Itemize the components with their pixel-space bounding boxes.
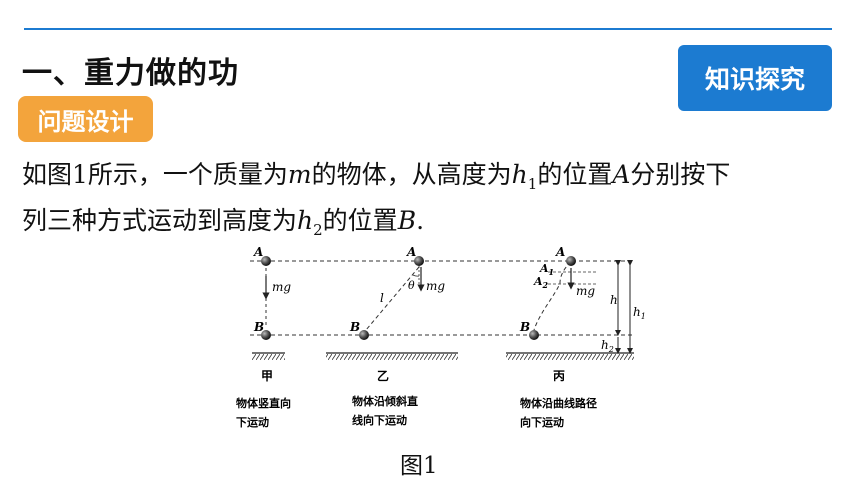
ground-hatch	[326, 354, 458, 360]
label-a: A	[406, 245, 416, 259]
paragraph-line-2: 列三种方式运动到高度为h2的位置B.	[22, 206, 425, 239]
label-l: l	[380, 291, 384, 305]
angle-arc	[412, 274, 420, 277]
ball-at-a	[566, 256, 576, 266]
label-a1: A1	[539, 262, 554, 277]
panel-jia: A B mg 甲 物体竖直向 下运动	[236, 245, 291, 429]
ball-at-b	[261, 330, 271, 340]
desc-line-1: 物体沿曲线路径	[520, 396, 597, 410]
section-title: 一、重力做的功	[22, 56, 239, 91]
desc-line-2: 向下运动	[520, 415, 564, 429]
label-mg: mg	[576, 284, 595, 298]
paragraph-line-1: 如图1所示，一个质量为m的物体，从高度为h1的位置A分别按下	[22, 160, 731, 193]
problem-paragraph: 如图1所示，一个质量为m的物体，从高度为h1的位置A分别按下 列三种方式运动到高…	[22, 152, 842, 244]
curve-path	[533, 261, 572, 331]
ball-at-b	[359, 330, 369, 340]
desc-line-2: 下运动	[236, 415, 269, 429]
desc-line-1: 物体沿倾斜直	[352, 394, 418, 408]
top-divider	[24, 28, 832, 30]
desc-line-1: 物体竖直向	[236, 396, 291, 410]
knowledge-explore-button[interactable]: 知识探究	[678, 45, 832, 111]
label-a2: A2	[533, 275, 549, 290]
panel-yi: A B θ mg l 乙 物体沿倾斜直 线向下运动	[326, 245, 458, 427]
label-b: B	[519, 320, 530, 334]
label-b: B	[253, 320, 264, 334]
label-theta: θ	[408, 279, 415, 292]
label-h1: h1	[633, 305, 646, 321]
label-a: A	[555, 245, 565, 259]
label-h: h	[610, 293, 618, 307]
ball-at-a	[261, 256, 271, 266]
incline-path	[365, 266, 420, 331]
label-b: B	[349, 320, 360, 334]
question-design-tag: 问题设计	[18, 96, 153, 142]
ball-at-b	[529, 330, 539, 340]
label-a: A	[253, 245, 263, 259]
ground-hatch	[252, 354, 285, 360]
label-h2: h2	[601, 338, 614, 354]
ground-hatch	[506, 354, 634, 360]
figure-caption: 图1	[400, 453, 438, 479]
ball-at-a	[414, 256, 424, 266]
panel-name: 甲	[261, 369, 273, 383]
panel-bing: A A1 A2 B mg h h1 h2 丙 物体沿曲线路径 向下运动	[506, 245, 646, 429]
label-mg: mg	[426, 279, 445, 293]
desc-line-2: 线向下运动	[352, 413, 407, 427]
label-mg: mg	[272, 280, 291, 294]
panel-name: 乙	[377, 369, 389, 383]
panel-name: 丙	[553, 369, 565, 383]
